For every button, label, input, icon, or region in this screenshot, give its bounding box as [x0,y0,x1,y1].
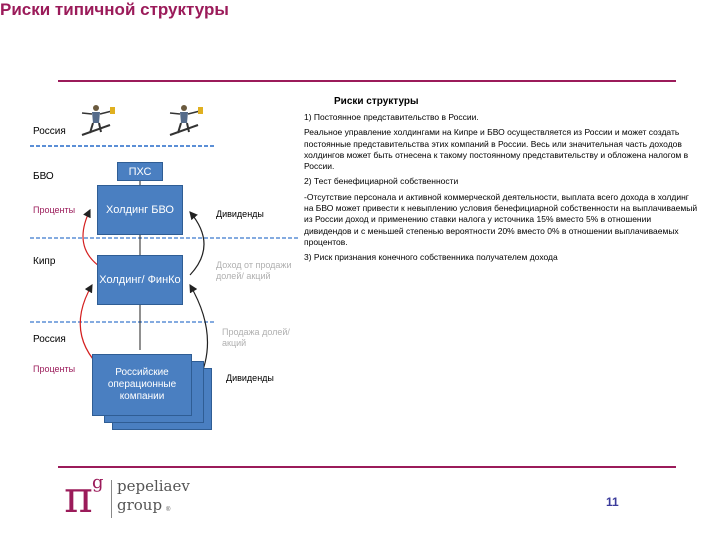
box-phs: ПХС [117,162,163,181]
pepeliaev-logo: π g pepeliaev group ® [60,472,190,524]
risk-1-title: 1) Постоянное представительство в России… [304,112,479,122]
logo-line-2: group [117,496,163,514]
page-number: 11 [606,495,619,509]
page-title: Риски типичной структуры [0,0,229,19]
label-russia-top: Россия [33,126,66,137]
top-divider [58,80,676,82]
risk-3: 3) Риск признания конечного собственника… [304,252,558,263]
box-holding-finco: Холдинг/ ФинКо [97,255,183,305]
label-percent-bottom: Проценты [33,364,76,374]
bottom-divider [58,466,676,468]
risks-heading: Риски структуры [334,96,419,107]
logo-pi-icon: π [64,472,93,523]
risk-2-body: -Отсутствие персонала и активной коммерч… [304,191,698,247]
arrow-dividends-top [189,211,205,276]
logo-sup: g [92,472,104,493]
risk-1-body: Реальное управление холдингами на Кипре … [304,127,689,172]
label-sale-of-shares: Продажа долей/ акций [222,327,290,348]
skier-figure-right-icon [169,105,203,136]
label-dividends-top: Дивиденды [216,209,264,219]
box-holding-bvo: Холдинг БВО [97,185,183,235]
risk-2-title: 2) Тест бенефициарной собственности [304,176,459,187]
label-income-from-sale: Доход от продажи долей/ акций [216,260,292,281]
logo-line-1: pepeliaev [117,477,190,495]
label-bvo: БВО [33,171,54,182]
logo-separator [111,480,112,518]
label-dividends-bottom: Дивиденды [226,373,274,383]
risks-text: 1) Постоянное представительство в России… [304,112,699,268]
label-russia-bottom: Россия [33,334,66,345]
registered-icon: ® [166,507,171,513]
label-percent-top: Проценты [33,205,76,215]
label-cyprus: Кипр [33,256,56,267]
box-russian-companies: Российские операционные компании [92,354,192,416]
skier-figure-left-icon [81,105,115,136]
